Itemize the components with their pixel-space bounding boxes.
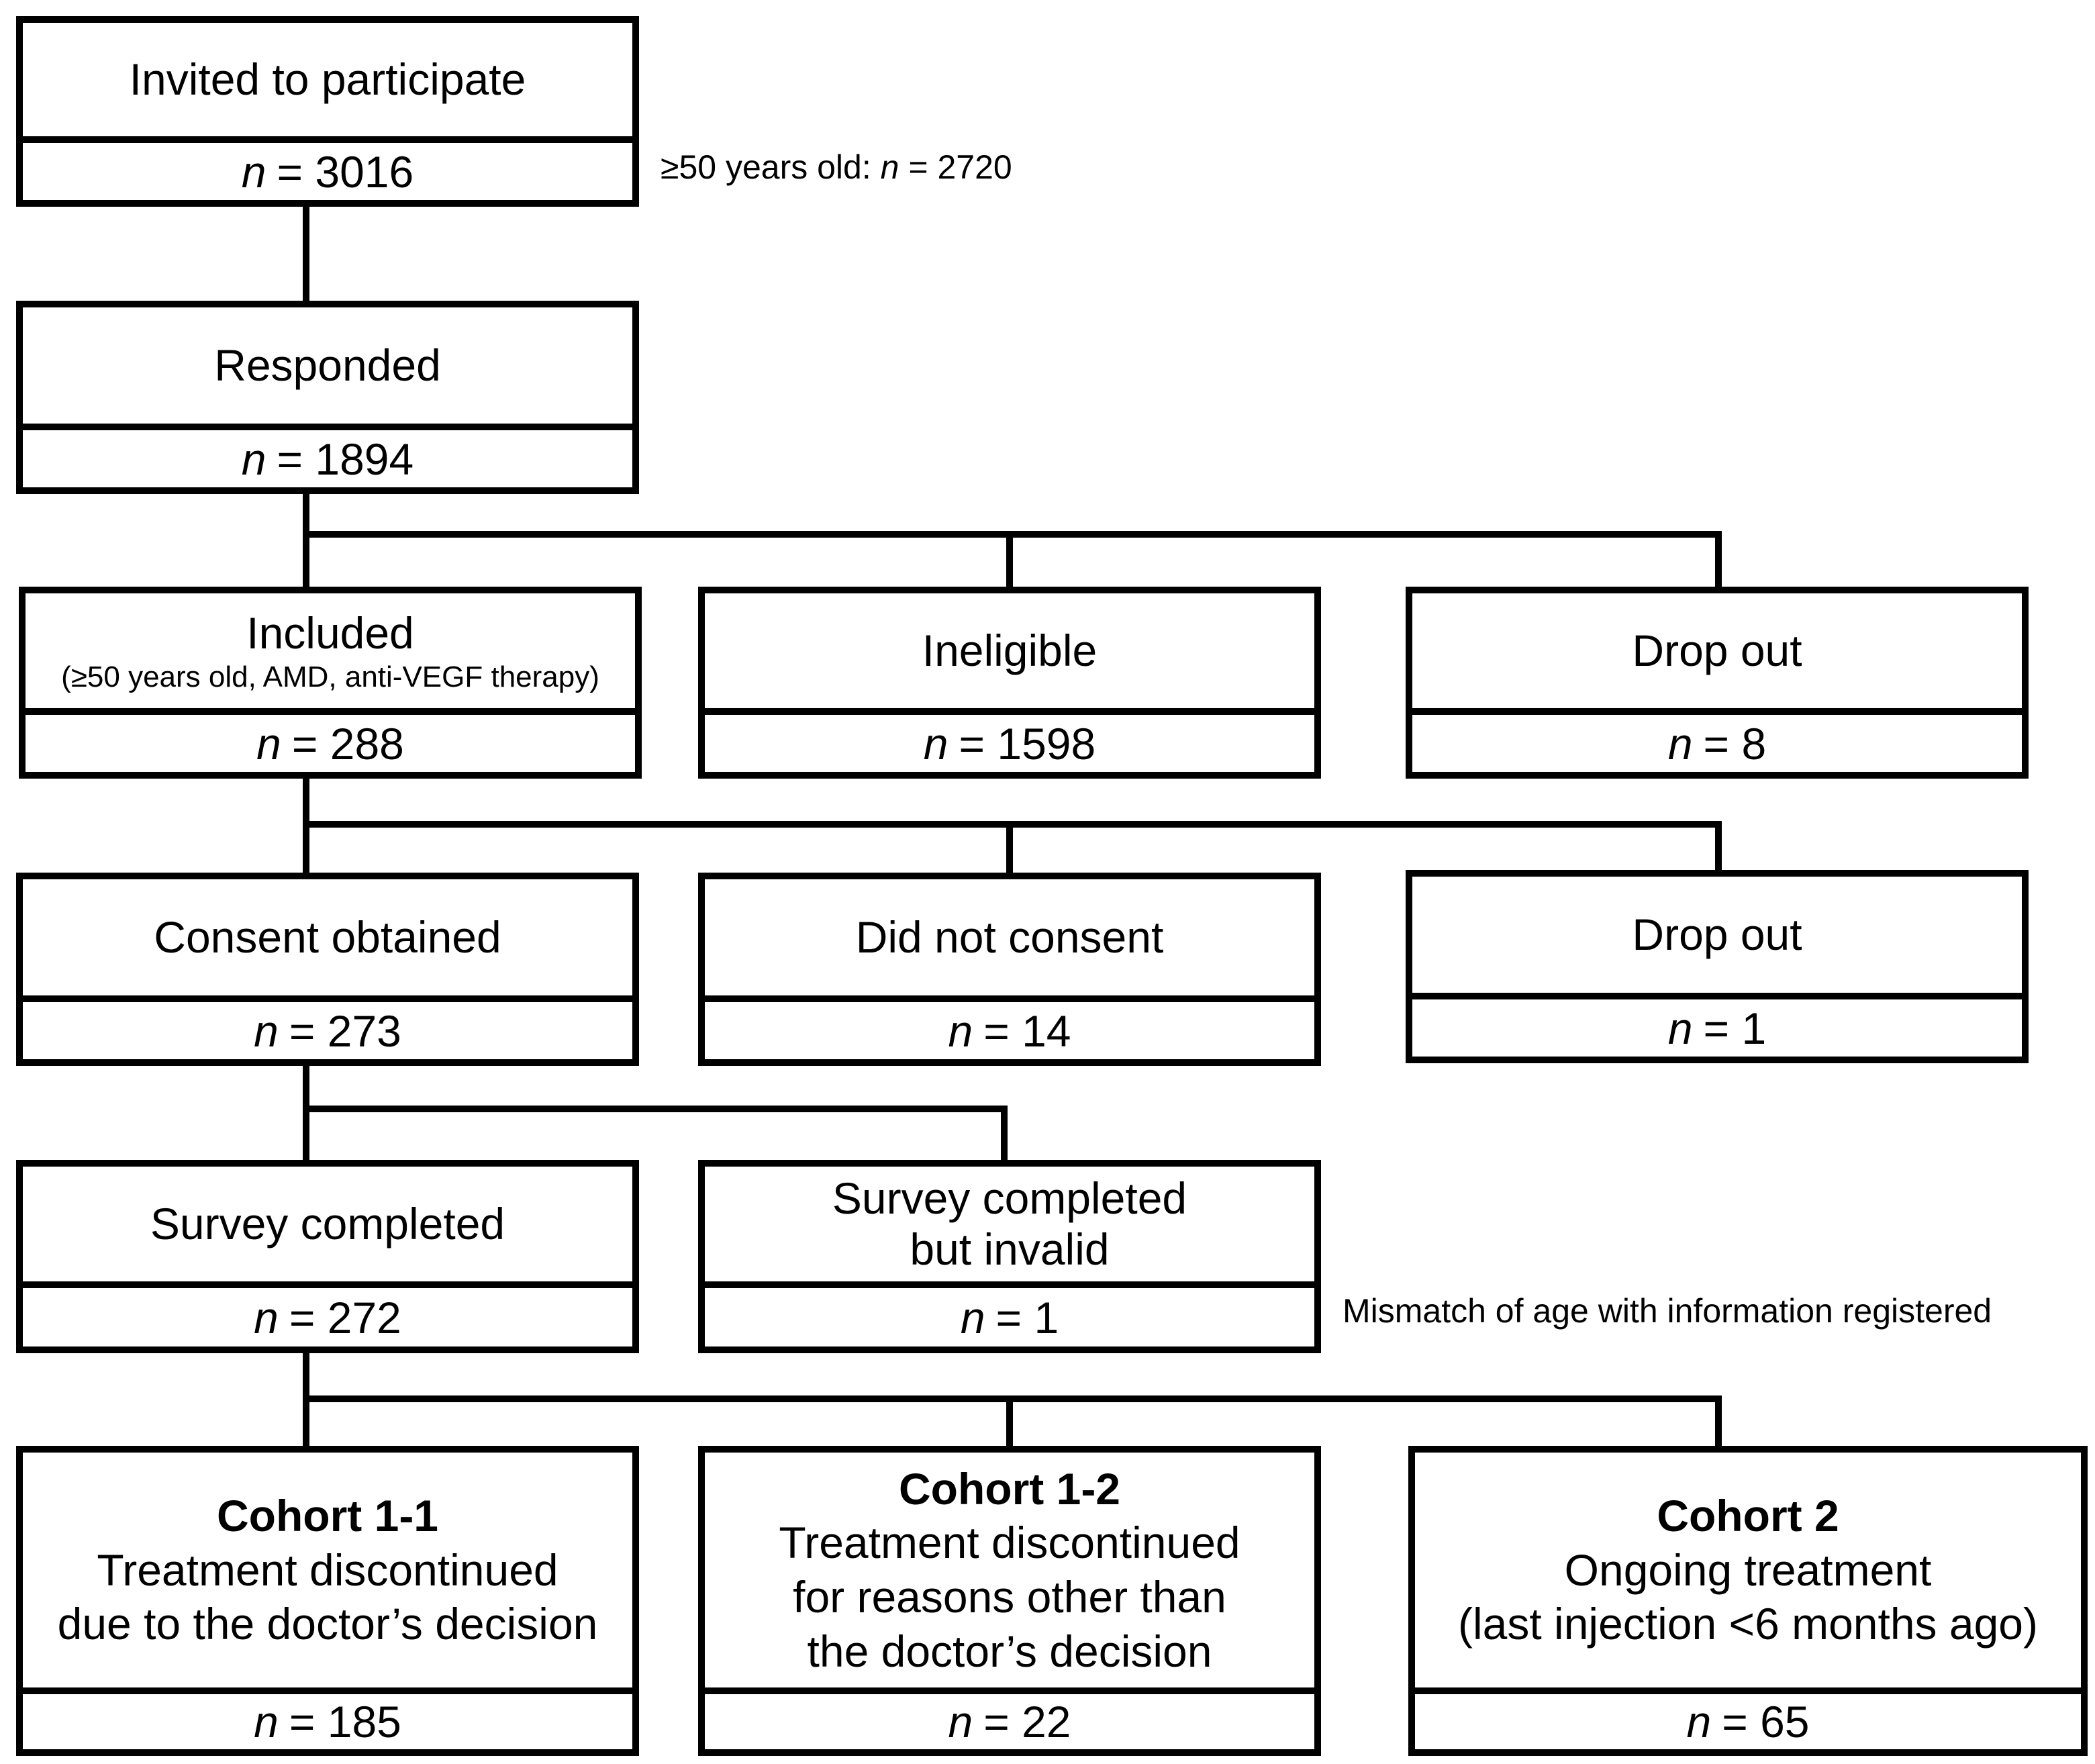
n-label: n [880, 148, 899, 186]
box-count: 288 [330, 718, 404, 769]
box-no-consent: Did not consent n= 14 [698, 873, 1321, 1066]
n-label: n [254, 1006, 279, 1056]
connector [1715, 531, 1722, 587]
box-title: Survey completed [832, 1173, 1187, 1223]
box-invited: Invited to participate n= 3016 [16, 16, 639, 207]
connector [1006, 1395, 1013, 1446]
connector [303, 207, 309, 301]
box-title: Drop out [1632, 910, 1802, 960]
equals: = [995, 1292, 1022, 1342]
age-note: ≥50 years old: n = 2720 [661, 148, 1012, 187]
cohort-desc: Treatment discontinued [97, 1545, 558, 1595]
box-subtitle: (≥50 years old, AMD, anti-VEGF therapy) [61, 660, 599, 694]
equals: = [277, 434, 303, 484]
n-label: n [241, 146, 266, 197]
age-note-count: 2720 [937, 148, 1012, 186]
box-count: 3016 [315, 146, 414, 197]
box-title: but invalid [910, 1224, 1110, 1274]
cohort-desc: for reasons other than [793, 1572, 1226, 1622]
connector [303, 1066, 309, 1160]
equals: = [908, 148, 928, 186]
cohort-name: Cohort 1-2 [899, 1463, 1120, 1514]
connector [303, 1106, 1008, 1112]
equals: = [277, 146, 303, 197]
n-label: n [254, 1697, 279, 1747]
box-responded: Responded n= 1894 [16, 301, 639, 494]
connector [1715, 821, 1722, 873]
equals: = [1703, 1003, 1730, 1053]
box-dropout-1: Drop out n= 8 [1406, 587, 2029, 779]
equals: = [959, 718, 985, 769]
connector [1006, 821, 1013, 873]
box-title: Included [246, 607, 414, 658]
cohort-name: Cohort 2 [1657, 1491, 1839, 1541]
box-count: 1 [1034, 1292, 1059, 1342]
mismatch-note: Mismatch of age with information registe… [1343, 1292, 1992, 1330]
box-count: 65 [1760, 1697, 1810, 1747]
box-title: Did not consent [855, 912, 1164, 963]
equals: = [289, 1697, 315, 1747]
n-label: n [1667, 1003, 1693, 1053]
cohort-name: Cohort 1-1 [217, 1491, 438, 1541]
box-dropout-2: Drop out n= 1 [1406, 870, 2029, 1063]
box-title: Survey completed [150, 1199, 505, 1249]
equals: = [291, 718, 318, 769]
box-title: Consent obtained [154, 912, 501, 963]
equals: = [289, 1006, 315, 1056]
box-count: 273 [327, 1006, 401, 1056]
box-count: 1598 [997, 718, 1096, 769]
n-label: n [960, 1292, 985, 1342]
cohort-desc: the doctor’s decision [807, 1626, 1212, 1676]
box-count: 272 [327, 1292, 401, 1342]
connector [1001, 1106, 1008, 1160]
box-ineligible: Ineligible n= 1598 [698, 587, 1321, 779]
equals: = [1722, 1697, 1748, 1747]
box-count: 14 [1022, 1006, 1071, 1056]
n-label: n [256, 718, 281, 769]
cohort-desc: Ongoing treatment [1564, 1545, 1932, 1595]
box-survey-completed: Survey completed n= 272 [16, 1160, 639, 1353]
connector [303, 494, 309, 587]
n-label: n [241, 434, 266, 484]
box-count: 185 [327, 1697, 401, 1747]
equals: = [983, 1006, 1010, 1056]
n-label: n [254, 1292, 279, 1342]
box-title: Drop out [1632, 626, 1802, 676]
equals: = [289, 1292, 315, 1342]
box-included: Included(≥50 years old, AMD, anti-VEGF t… [19, 587, 642, 779]
box-count: 22 [1022, 1697, 1071, 1747]
box-count: 8 [1741, 718, 1767, 769]
n-label: n [1686, 1697, 1712, 1747]
equals: = [1703, 718, 1730, 769]
box-title: Invited to participate [129, 54, 526, 105]
cohort-desc: Treatment discontinued [779, 1518, 1240, 1568]
equals: = [983, 1697, 1010, 1747]
n-label: n [948, 1697, 973, 1747]
connector [1006, 531, 1013, 587]
n-label: n [1667, 718, 1693, 769]
n-label: n [948, 1006, 973, 1056]
cohort-desc: due to the doctor’s decision [57, 1599, 598, 1649]
box-count: 1894 [315, 434, 414, 484]
age-note-label: ≥50 years old: [661, 148, 871, 186]
box-title: Ineligible [922, 626, 1098, 676]
connector [1715, 1395, 1722, 1446]
box-count: 1 [1741, 1003, 1767, 1053]
n-label: n [923, 718, 948, 769]
box-title: Responded [214, 340, 441, 391]
cohort-desc: (last injection <6 months ago) [1458, 1599, 2038, 1649]
box-consent: Consent obtained n= 273 [16, 873, 639, 1066]
